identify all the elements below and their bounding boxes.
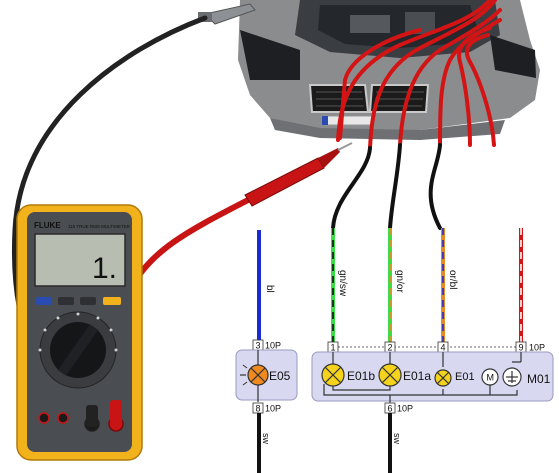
label-e01b: E01b: [347, 369, 375, 383]
car-to-diagram-leads: [331, 143, 442, 230]
wire-label-pin4: or/bl: [447, 270, 458, 289]
pin-type-e05-bottom: 10P: [265, 404, 281, 414]
pin-number-4: 4: [441, 343, 446, 353]
wire-label-pin1: gn/sw: [337, 270, 348, 297]
pin-type-main-bottom: 10P: [397, 404, 413, 414]
e05-circuit: bl 3 10P E05 8 10P sw: [235, 230, 298, 473]
meter-jack-a[interactable]: [38, 412, 50, 424]
motor-symbol-m: M: [487, 373, 495, 383]
pin-number-2: 2: [388, 343, 393, 353]
pin-number-e05-top: 3: [256, 341, 261, 351]
multimeter-brand: FLUKE: [34, 221, 61, 230]
main-circuit: gn/sw gn/or or/bl 1 2 4 9 10P: [311, 228, 554, 473]
wire-label-pin2: gn/or: [394, 270, 405, 293]
motor-m01-icon: [481, 367, 522, 387]
label-m01: M01: [527, 372, 551, 386]
label-e01: E01: [455, 371, 475, 383]
lamp-e01a-icon: [378, 363, 402, 387]
meter-jack-ma[interactable]: [57, 412, 69, 424]
lamp-e01b-icon: [321, 363, 345, 387]
multimeter-model: 115 TRUE RMS MULTIMETER: [68, 224, 131, 229]
pin-number-main-bottom: 6: [388, 404, 393, 414]
meter-button-2[interactable]: [58, 297, 74, 305]
wire-label-e05-top: bl: [264, 285, 275, 293]
multimeter-lcd: [34, 233, 126, 287]
engine-red-wires: [336, 0, 502, 150]
multimeter: FLUKE 115 TRUE RMS MULTIMETER 1.: [16, 204, 143, 461]
wire-label-main-bottom: sw: [392, 433, 402, 445]
lamp-e01-icon: [434, 369, 452, 387]
meter-button-4[interactable]: [103, 297, 121, 305]
main-housing: [311, 351, 554, 402]
multimeter-display-value: 1.: [92, 252, 117, 285]
red-probe: [244, 142, 353, 207]
pin-number-9: 9: [519, 343, 524, 353]
meter-button-3[interactable]: [80, 297, 96, 305]
label-e05: E05: [269, 369, 291, 383]
pin-type-9: 10P: [529, 343, 545, 353]
wire-label-e05-bottom: sw: [261, 433, 271, 445]
pin-type-e05-top: 10P: [265, 341, 281, 351]
meter-button-1[interactable]: [36, 297, 52, 305]
pin-number-1: 1: [331, 343, 336, 353]
pin-number-e05-bottom: 8: [256, 404, 261, 414]
car-front-photo: [238, 0, 540, 140]
label-e01a: E01a: [403, 369, 431, 383]
